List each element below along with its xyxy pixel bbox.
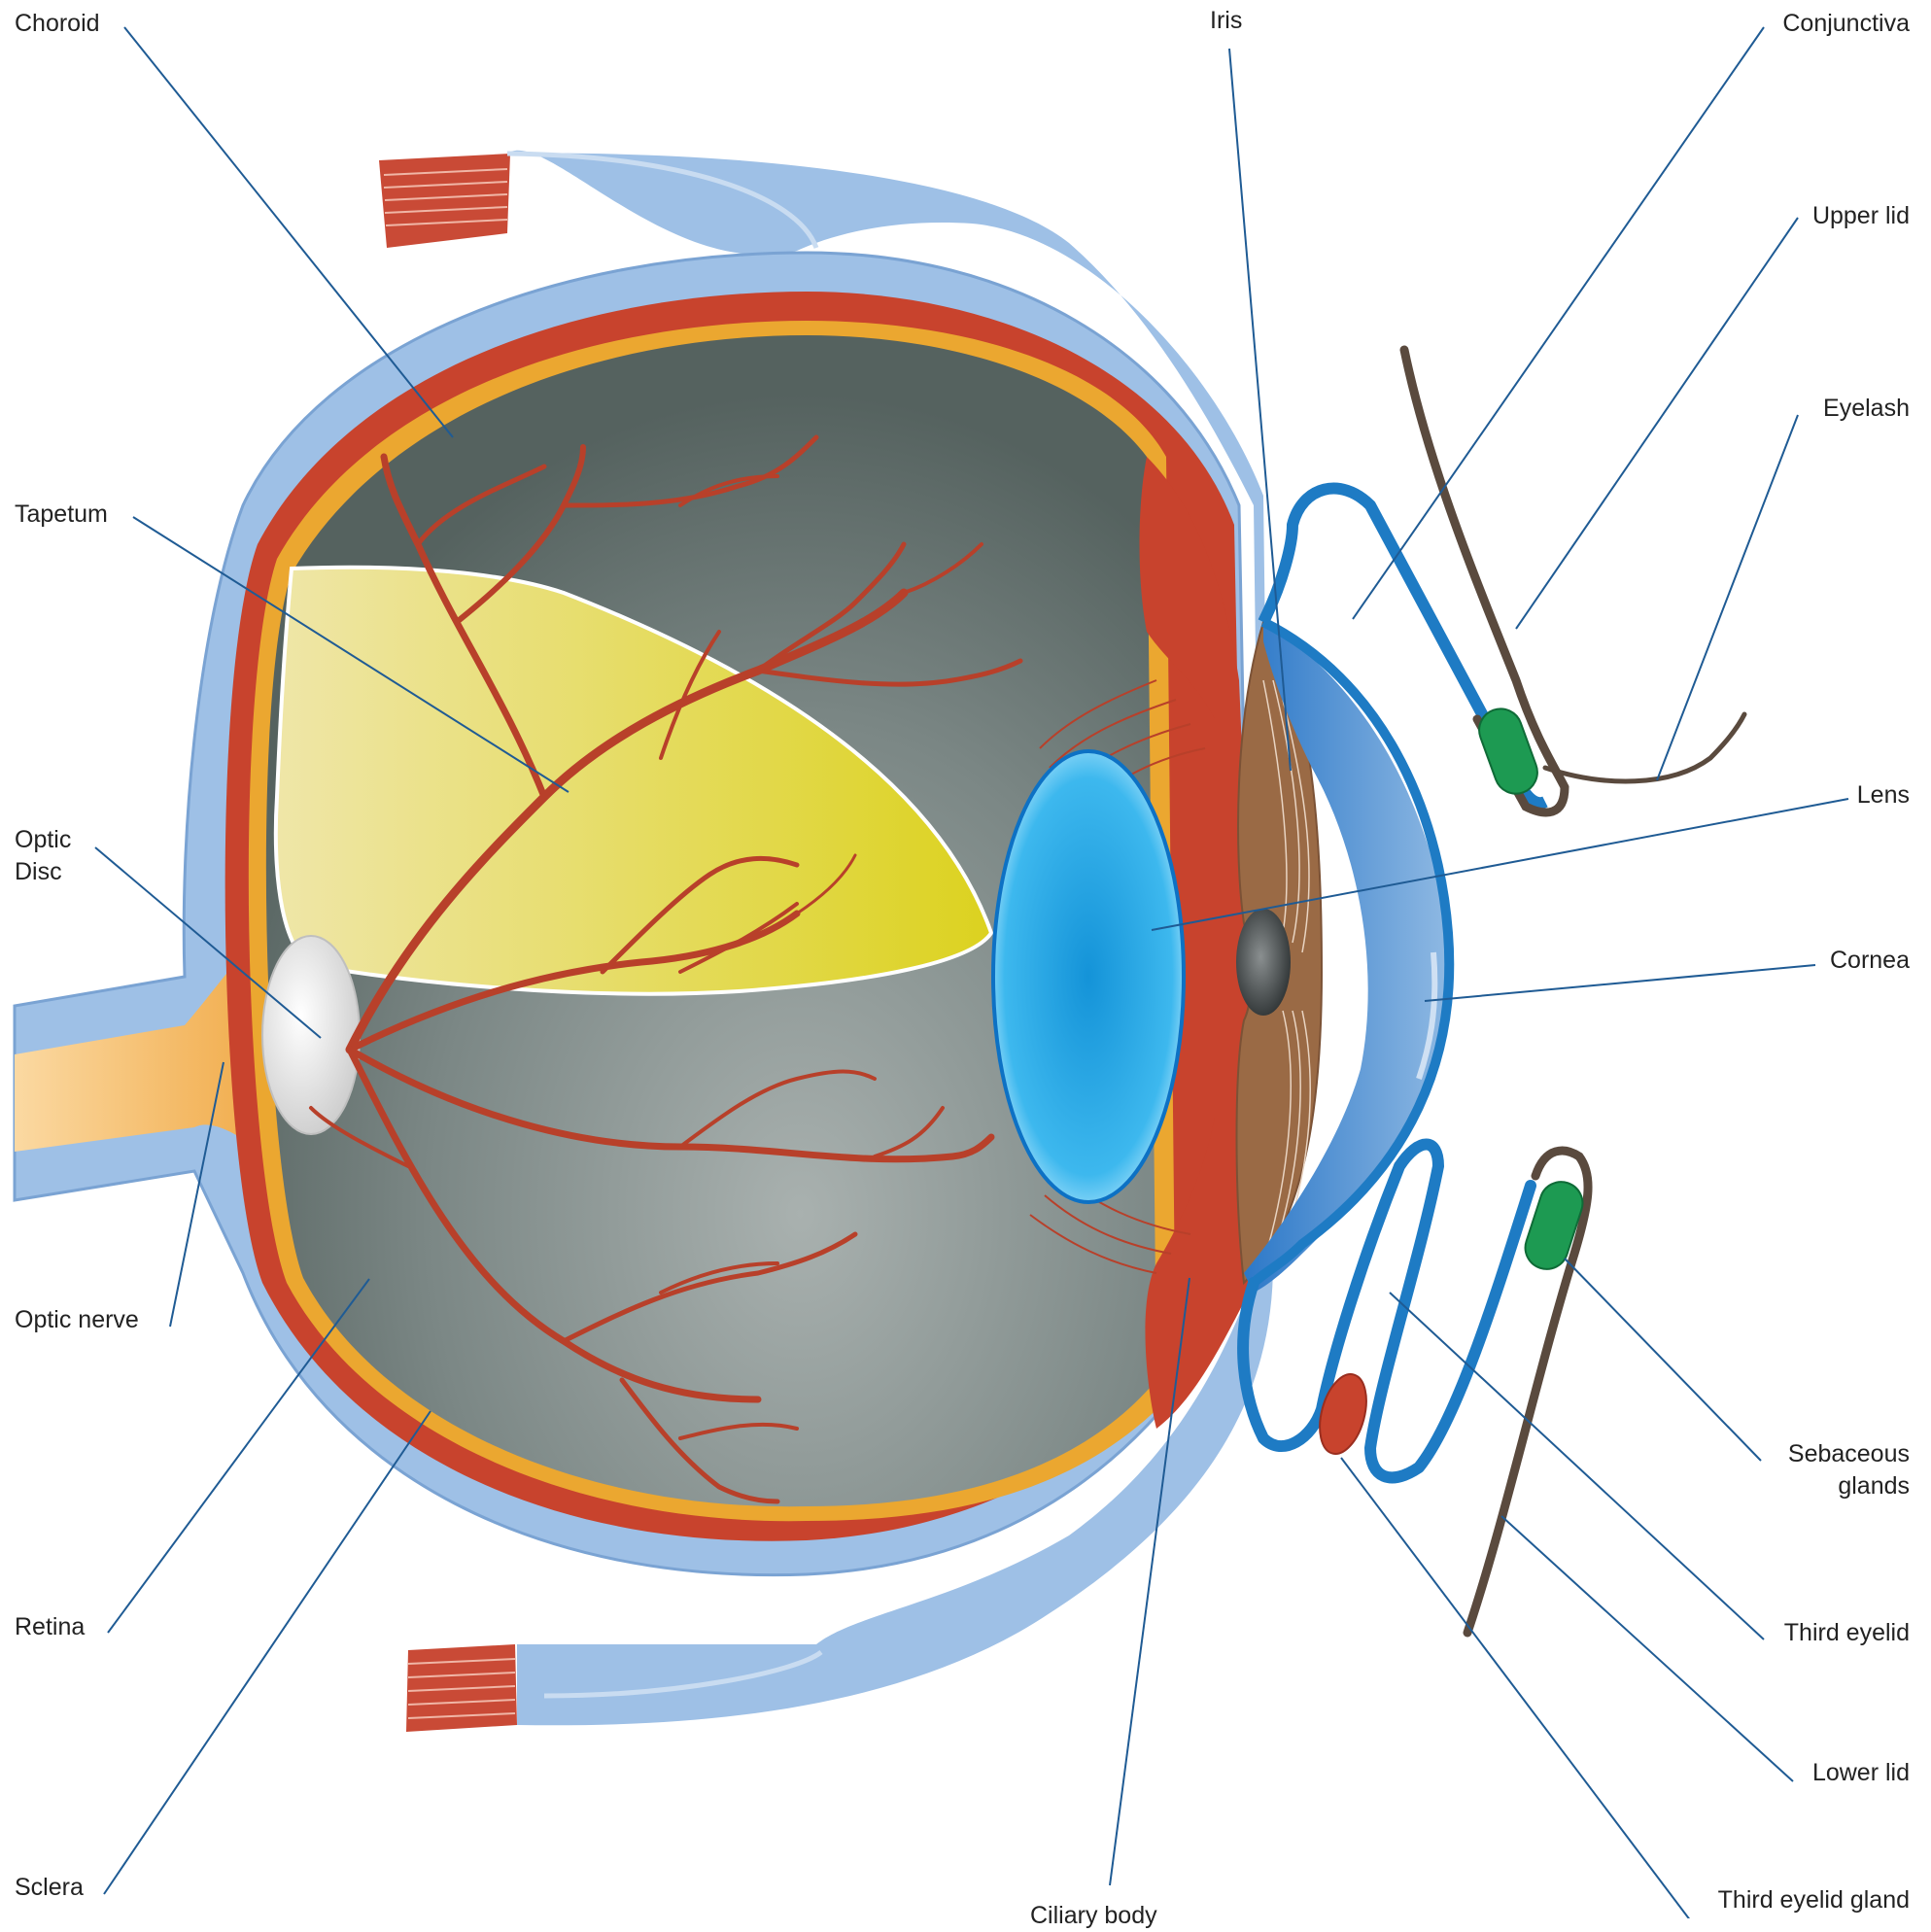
leader-conjunctiva bbox=[1353, 27, 1764, 619]
leader-sclera bbox=[104, 1411, 431, 1894]
leader-third-eyelid-gland bbox=[1341, 1458, 1691, 1918]
eyelash bbox=[1545, 714, 1744, 781]
label-ciliary-body: Ciliary body bbox=[1030, 1900, 1157, 1932]
leader-lower-lid bbox=[1501, 1516, 1793, 1781]
leader-upper-lid bbox=[1516, 218, 1798, 629]
label-choroid: Choroid bbox=[15, 8, 100, 40]
label-sebaceous-line2: glands bbox=[1838, 1470, 1910, 1502]
label-lens: Lens bbox=[1857, 779, 1910, 811]
label-sebaceous-line1: Sebaceous bbox=[1788, 1438, 1910, 1470]
label-optic-disc-line1: Optic bbox=[15, 824, 71, 856]
leader-cornea bbox=[1425, 965, 1815, 1001]
label-optic-nerve: Optic nerve bbox=[15, 1304, 139, 1336]
label-sclera: Sclera bbox=[15, 1872, 84, 1904]
label-third-eyelid-gland: Third eyelid gland bbox=[1718, 1884, 1910, 1916]
label-upper-lid: Upper lid bbox=[1812, 200, 1910, 232]
label-optic-disc-line2: Disc bbox=[15, 856, 62, 888]
leader-third-eyelid bbox=[1390, 1293, 1764, 1639]
leader-sebaceous bbox=[1565, 1259, 1761, 1461]
lens bbox=[993, 751, 1184, 1202]
leader-retina bbox=[108, 1279, 369, 1633]
label-conjunctiva: Conjunctiva bbox=[1782, 8, 1910, 40]
label-third-eyelid: Third eyelid bbox=[1784, 1617, 1910, 1649]
label-iris: Iris bbox=[1210, 5, 1242, 37]
optic-disc bbox=[262, 936, 360, 1134]
pupil bbox=[1236, 909, 1291, 1016]
label-eyelash: Eyelash bbox=[1823, 393, 1910, 425]
label-lower-lid: Lower lid bbox=[1812, 1757, 1910, 1789]
label-cornea: Cornea bbox=[1830, 945, 1910, 977]
leader-eyelash bbox=[1657, 415, 1798, 780]
label-tapetum: Tapetum bbox=[15, 499, 108, 531]
label-retina: Retina bbox=[15, 1611, 85, 1643]
muscle-lower bbox=[406, 1644, 517, 1732]
muscle-upper bbox=[379, 154, 510, 248]
